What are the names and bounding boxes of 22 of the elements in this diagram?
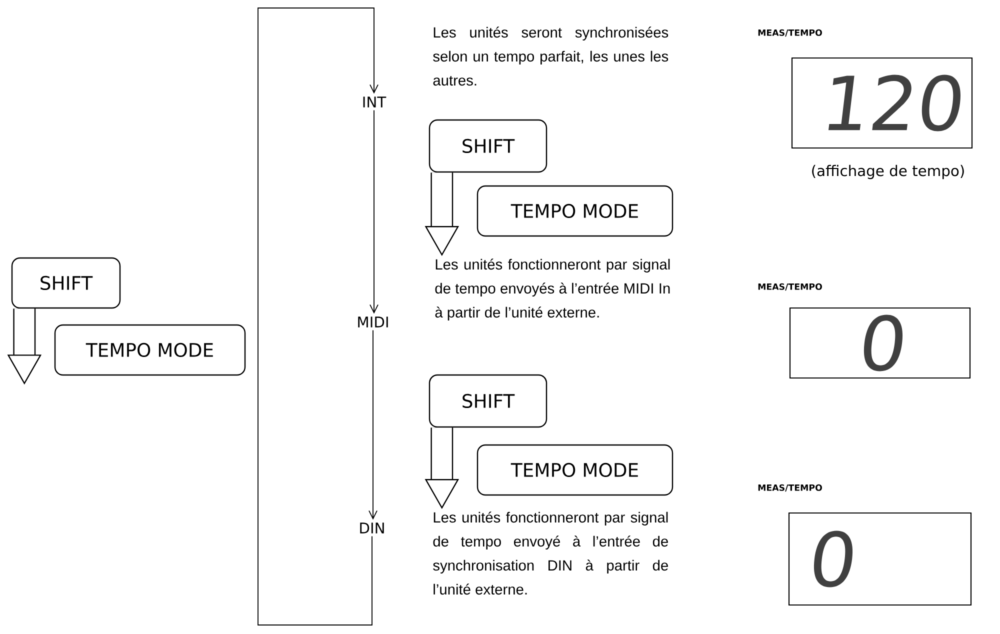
display-screen: 0 [789, 307, 971, 379]
display-screen: 120 [791, 57, 973, 149]
key-box: TEMPO MODE [476, 444, 674, 496]
description-text: Les unités seront synchronisées selon un tempo parfait, les unes les autres. [433, 26, 668, 86]
display-caption: (affichage de tempo) [812, 164, 964, 180]
mode-label: DIN [360, 522, 384, 534]
description-text: Les unités fonctionneront par signal de tempo envoyés à l’entrée MIDI In à partir de l’unité externe. [435, 258, 670, 320]
display-screen: 0 [788, 512, 972, 606]
key-box: SHIFT [428, 374, 548, 428]
display-heading: MEAS/TEMPO [758, 484, 822, 492]
mode-label: MIDI [358, 316, 388, 328]
return-arrow [258, 8, 378, 626]
key-box: TEMPO MODE [476, 185, 674, 237]
key-box: TEMPO MODE [54, 324, 246, 376]
key-box: SHIFT [11, 257, 121, 309]
flow-arrow [370, 110, 378, 314]
display-heading: MEAS/TEMPO [758, 29, 822, 37]
display-heading: MEAS/TEMPO [758, 283, 822, 291]
key-box: SHIFT [428, 119, 548, 173]
description-text: Les unités fonctionneront par signal de tempo envoyé à l’entrée de synchronisation DIN à partir de l’unité externe. [433, 512, 668, 595]
mode-label: INT [363, 96, 386, 108]
flow-arrow [368, 330, 378, 520]
